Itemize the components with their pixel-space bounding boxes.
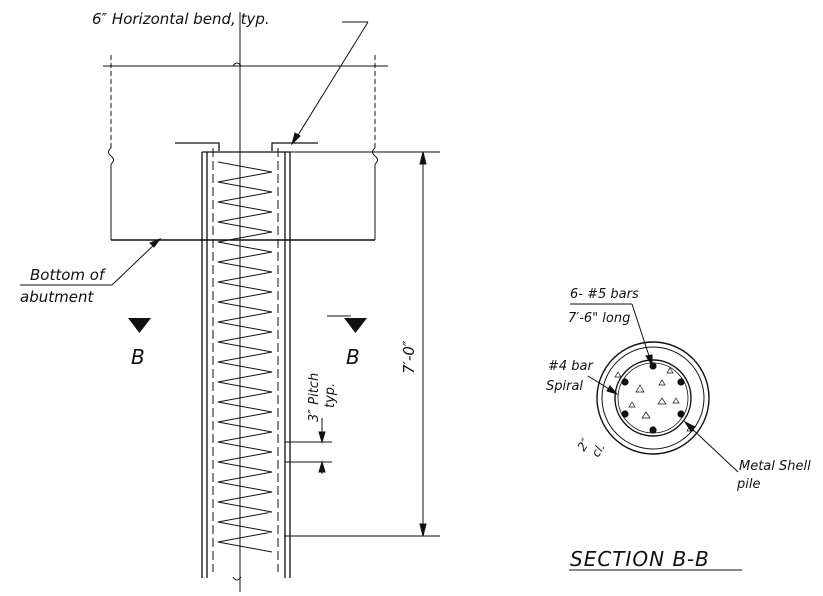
embed-length-label: 7′-0″ (400, 340, 418, 374)
embed-dimension (284, 151, 440, 537)
spiral-reinforcement (217, 161, 273, 553)
spiral-label: Spiral (546, 379, 583, 394)
metal-shell-walls (201, 151, 291, 578)
spiral-ring (614, 359, 692, 437)
shell-outer-ring (596, 341, 710, 455)
rebar-dots (621, 362, 685, 434)
pitch-dimension (285, 418, 332, 474)
pile-label: pile (736, 477, 760, 492)
abutment-label: abutment (20, 288, 94, 306)
section-mark-right: B (346, 345, 360, 369)
bend-leader (291, 21, 369, 146)
section-cut-arrow-right (344, 318, 367, 333)
section-view (569, 303, 742, 571)
bars-label: 6- #5 bars (570, 287, 639, 302)
horizontal-bend-label: 6″ Horizontal bend, typ. (92, 10, 270, 28)
section-mark-left: B (131, 345, 145, 369)
bars-length-label: 7′-6" long (568, 311, 630, 326)
longitudinal-bars (212, 148, 279, 572)
abutment-outline (103, 55, 388, 241)
section-leaders (570, 303, 739, 473)
cover-cl-label: cl. (589, 441, 608, 460)
elevation-view (20, 12, 440, 592)
spiral-ring-inner (617, 362, 689, 434)
section-title: SECTION B-B (570, 547, 710, 571)
spiral-bar-label: #4 bar (548, 359, 595, 374)
abutment-leader (20, 237, 162, 286)
section-cut-arrow-left (128, 318, 151, 333)
aggregate-marks (614, 367, 694, 432)
bottom-of-label: Bottom of (30, 266, 107, 284)
metal-shell-label: Metal Shell (739, 459, 811, 474)
horizontal-bends (175, 142, 318, 151)
pitch-label: 3″ Pitch (307, 373, 322, 422)
break-mark (232, 576, 242, 581)
shell-inner-ring (601, 346, 705, 450)
pitch-typ-label: typ. (323, 383, 338, 408)
